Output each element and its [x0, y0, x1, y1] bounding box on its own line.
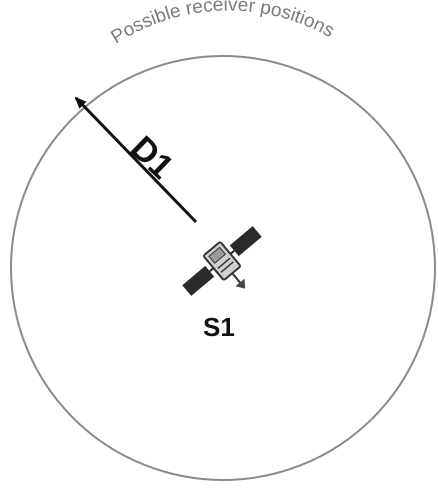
satellite-icon [176, 219, 280, 318]
satellite-label: S1 [203, 312, 235, 342]
arc-caption: Possible receiver positions [108, 0, 338, 48]
arc-caption-text: Possible receiver positions [108, 0, 338, 48]
radius-label: D1 [123, 129, 181, 187]
